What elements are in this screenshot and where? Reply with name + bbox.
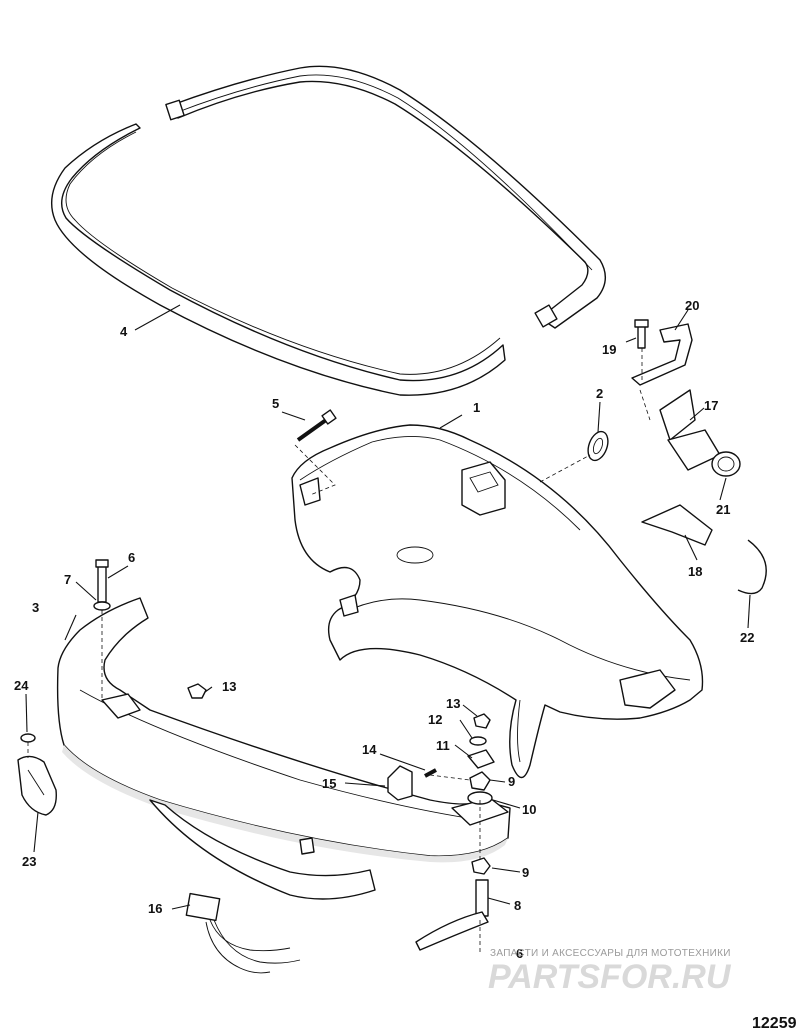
callout-4: 4 — [120, 324, 128, 339]
nut-part-13-left — [187, 683, 207, 699]
callout-19: 19 — [602, 342, 616, 357]
bolt-part-19 — [634, 319, 649, 349]
callout-17: 17 — [704, 398, 718, 413]
callout-9-upper: 9 — [508, 774, 515, 789]
callout-20: 20 — [685, 298, 699, 313]
callout-6-top: 6 — [128, 550, 135, 565]
ring-part-22 — [737, 539, 767, 595]
callout-13-left: 13 — [222, 679, 236, 694]
bottom-cowl-rear-part — [291, 424, 704, 779]
callout-15: 15 — [322, 776, 336, 791]
watermark-logo: PARTSFOR.RU — [488, 958, 732, 996]
leader-lines — [25, 304, 751, 955]
figure-number: 12259 — [752, 1015, 797, 1032]
callout-22: 22 — [740, 630, 754, 645]
callout-5: 5 — [272, 396, 279, 411]
callout-9-lower: 9 — [522, 865, 529, 880]
washer-part-24 — [20, 733, 36, 743]
latch-part-15 — [387, 765, 413, 801]
callout-3: 3 — [32, 600, 39, 615]
callout-6-bottom: 6 — [516, 946, 523, 961]
watermark-text: ЗАПАСТИ И АКСЕССУАРЫ ДЛЯ МОТОТЕХНИКИ — [490, 948, 731, 959]
callout-13-right: 13 — [446, 696, 460, 711]
lever-part-8 — [415, 879, 489, 951]
seal-gasket-part — [51, 65, 606, 396]
bolt-part-5 — [296, 409, 337, 442]
bolt-part-6-top — [93, 559, 111, 611]
callout-14: 14 — [362, 742, 377, 757]
clip-part-23 — [17, 755, 57, 816]
callout-11: 11 — [436, 738, 450, 753]
tube-part-21 — [711, 451, 741, 477]
callout-8: 8 — [514, 898, 521, 913]
callout-16: 16 — [148, 901, 162, 916]
bracket-part-20 — [631, 323, 693, 386]
connector-part-16 — [185, 892, 301, 974]
grommet-part-2 — [587, 430, 609, 462]
watermark: ЗАПАСТИ И АКСЕССУАРЫ ДЛЯ МОТОТЕХНИКИ PAR… — [488, 948, 732, 996]
screw-part-14 — [424, 768, 437, 778]
callout-10: 10 — [522, 802, 536, 817]
clip-part-18 — [641, 504, 713, 546]
callout-18: 18 — [688, 564, 702, 579]
callout-1: 1 — [473, 400, 480, 415]
callout-12: 12 — [428, 712, 442, 727]
callout-2: 2 — [596, 386, 603, 401]
callout-24: 24 — [14, 678, 29, 693]
callout-labels: 1 2 3 4 5 6 7 13 24 23 13 12 11 14 15 9 … — [14, 298, 754, 961]
callout-23: 23 — [22, 854, 36, 869]
callout-7: 7 — [64, 572, 71, 587]
callout-21: 21 — [716, 502, 730, 517]
